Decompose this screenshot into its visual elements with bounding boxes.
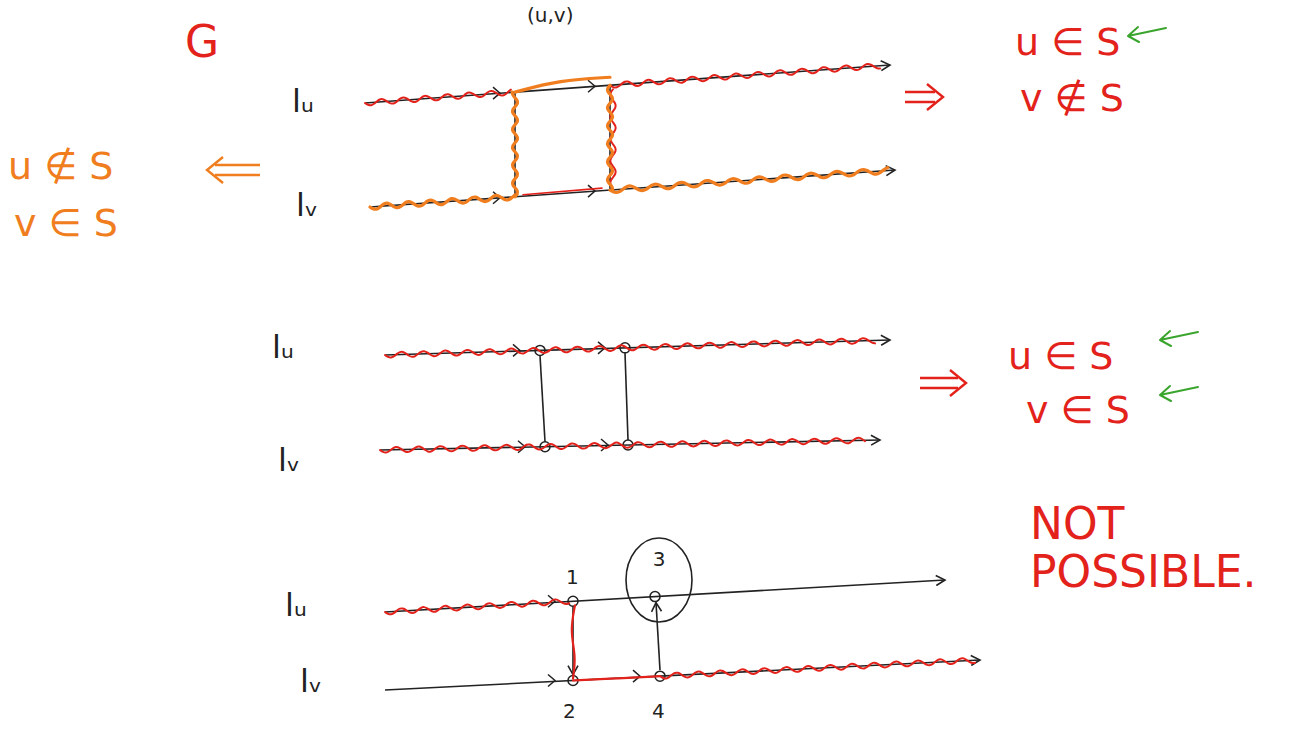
implies-arrow-head [207, 157, 223, 183]
wavy-path [608, 85, 613, 190]
graph-line [656, 603, 660, 671]
direction-mark [633, 670, 640, 682]
graph-name: G [185, 18, 219, 66]
graph-line [380, 440, 880, 450]
graph-line [625, 353, 628, 440]
membership-note: u ∈ S [1015, 22, 1120, 64]
implies-arrow [905, 92, 935, 102]
vertex-number: 4 [652, 700, 665, 722]
marker-arrow [1160, 386, 1198, 401]
graph-line [540, 355, 545, 441]
wavy-path [572, 605, 575, 678]
implies-arrow-head [927, 84, 943, 110]
line-name: lᵥ [278, 443, 300, 478]
direction-mark [601, 439, 608, 451]
vertex-number: 1 [566, 566, 579, 588]
wavy-path [512, 92, 517, 197]
wavy-path [610, 168, 888, 193]
wavy-path [365, 90, 511, 106]
verdict-note: NOT POSSIBLE. [1030, 500, 1298, 597]
wavy-path [515, 77, 610, 92]
direction-mark [588, 185, 595, 197]
vertex-number: 2 [563, 700, 576, 722]
wavy-path [370, 195, 515, 209]
membership-note: u ∈ S [1008, 336, 1113, 378]
wavy-path [573, 676, 660, 680]
vertex-ring: 3 [624, 536, 694, 624]
wavy-path [610, 64, 880, 88]
membership-note: v ∉ S [1020, 78, 1124, 120]
direction-mark [548, 675, 555, 687]
marker-arrow [1160, 331, 1198, 346]
line-name: lᵤ [285, 588, 307, 623]
edge-name: (u,v) [527, 4, 573, 26]
line-name: lᵤ [292, 84, 314, 119]
implies-arrow [920, 378, 958, 388]
vertex [650, 592, 660, 602]
membership-note: v ∈ S [14, 203, 118, 245]
line-name: lᵥ [296, 188, 318, 223]
wavy-path [385, 338, 875, 357]
implies-arrow [215, 165, 260, 175]
wavy-path [523, 188, 602, 195]
membership-note: u ∉ S [8, 146, 113, 188]
vertex-number: 3 [624, 536, 694, 570]
wavy-path [380, 438, 865, 453]
wavy-path [660, 658, 975, 678]
line-name: lᵤ [272, 330, 294, 365]
graph-line [365, 65, 890, 103]
implies-arrow-head [950, 370, 966, 396]
graph-line [385, 580, 945, 612]
wavy-path [385, 599, 569, 614]
vertex [568, 596, 578, 606]
line-name: lᵥ [300, 664, 322, 699]
membership-note: v ∈ S [1026, 390, 1130, 432]
marker-arrow [1128, 27, 1166, 42]
direction-mark [588, 80, 595, 92]
